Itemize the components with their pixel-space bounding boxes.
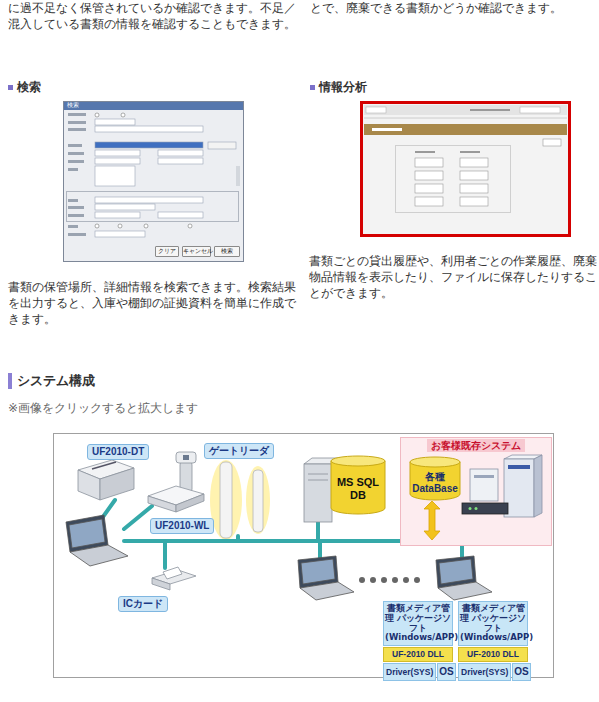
ic-card-reader	[152, 567, 196, 590]
desktop-reader	[78, 460, 134, 500]
driver-label: Driver(SYS)	[386, 666, 433, 678]
paragraph: とで、廃棄できる書類かどうか確認できます。	[310, 0, 598, 16]
button: キャンセル	[182, 246, 211, 257]
gate-reader	[220, 462, 263, 538]
os-label: OS	[439, 666, 453, 678]
os-label: OS	[514, 666, 528, 678]
database-label: MS SQL DB	[332, 476, 384, 501]
label-wrap: 検索	[67, 101, 79, 109]
paragraph: に過不足なく保管されているか確認できます。不足／混入している書類の情報を確認する…	[8, 0, 300, 32]
paragraph: 書類の保管場所、詳細情報を検索できます。検索結果を出力すると、入庫や棚卸の証拠資…	[8, 279, 300, 327]
driver-label: Driver(SYS)	[461, 666, 508, 678]
library-box: UF-2010 DLL	[383, 647, 453, 662]
laptop	[298, 556, 354, 600]
region-heading: お客様既存システム	[427, 439, 525, 452]
device-label: ICカード	[123, 598, 163, 610]
button: クリア	[155, 246, 179, 257]
heading-markers	[8, 85, 315, 389]
software-box: 書類メディア管理 パッケージソフト (Windows/APP)	[383, 601, 453, 646]
wireless-reader	[148, 486, 204, 512]
subsection-heading: 検索	[17, 79, 41, 95]
device-tag: ゲートリーダ	[204, 443, 274, 459]
analysis-screenshot	[362, 103, 570, 236]
device-tag: ICカード	[118, 596, 168, 612]
software-label: 書類メディア管理 パッケージソフト (Windows/APP)	[385, 604, 451, 643]
ellipsis-dots	[359, 577, 420, 583]
device-label: UF2010-WL	[155, 520, 209, 532]
section-heading: システム構成	[17, 372, 95, 389]
laptop	[66, 515, 128, 566]
database-cylinder: MS SQL DB	[330, 455, 386, 515]
label-wrap: に過不足なく保管されているか確認できます。不足／混入している書類の情報を確認する…	[8, 0, 300, 32]
label-wrap: キャンセル	[182, 246, 211, 257]
label-wrap: ※画像をクリックすると拡大します	[8, 400, 198, 416]
driver-box: Driver(SYS)	[458, 663, 511, 681]
label-wrap: 書類ごとの貸出履歴や、利用者ごとの作業履歴、廃棄物品情報を表示したり、ファイルに…	[309, 253, 599, 301]
laptop	[436, 556, 492, 600]
label-wrap: クリア	[155, 246, 179, 257]
label-wrap: 情報分析	[319, 79, 367, 95]
device-tag: UF2010-DT	[87, 444, 149, 460]
subsection-heading: 情報分析	[319, 79, 367, 95]
heading-wrap: システム構成	[17, 372, 95, 389]
os-box: OS	[512, 663, 530, 681]
label-wrap: とで、廃棄できる書類かどうか確認できます。	[310, 0, 598, 16]
paragraph: 書類ごとの貸出履歴や、利用者ごとの作業履歴、廃棄物品情報を表示したり、ファイルに…	[309, 253, 599, 301]
button: 検索	[214, 246, 240, 257]
database-label: 各種 DataBase	[411, 471, 459, 494]
label-wrap: 検索	[214, 246, 240, 257]
label-wrap: 書類の保管場所、詳細情報を検索できます。検索結果を出力すると、入庫や棚卸の証拠資…	[8, 279, 300, 327]
software-label: 書類メディア管理 パッケージソフト (Windows/APP)	[460, 604, 526, 643]
library-box: UF-2010 DLL	[458, 647, 528, 662]
library-label: UF-2010 DLL	[460, 649, 526, 660]
database-cylinder: 各種 DataBase	[409, 456, 461, 501]
search-screenshot	[64, 102, 244, 262]
software-box: 書類メディア管理 パッケージソフト (Windows/APP)	[458, 601, 528, 646]
library-label: UF-2010 DLL	[385, 649, 451, 660]
system-region: お客様既存システム各種 DataBase	[400, 437, 552, 546]
driver-box: Driver(SYS)	[383, 663, 436, 681]
os-box: OS	[437, 663, 455, 681]
window-title: 検索	[67, 101, 79, 109]
label-wrap: 検索	[17, 79, 41, 95]
diagram-frame	[54, 434, 554, 678]
device-label: ゲートリーダ	[209, 445, 269, 457]
note: ※画像をクリックすると拡大します	[8, 400, 198, 416]
gate-glow	[210, 460, 270, 540]
device-label: UF2010-DT	[92, 446, 144, 458]
device-tag: UF2010-WL	[150, 518, 214, 534]
